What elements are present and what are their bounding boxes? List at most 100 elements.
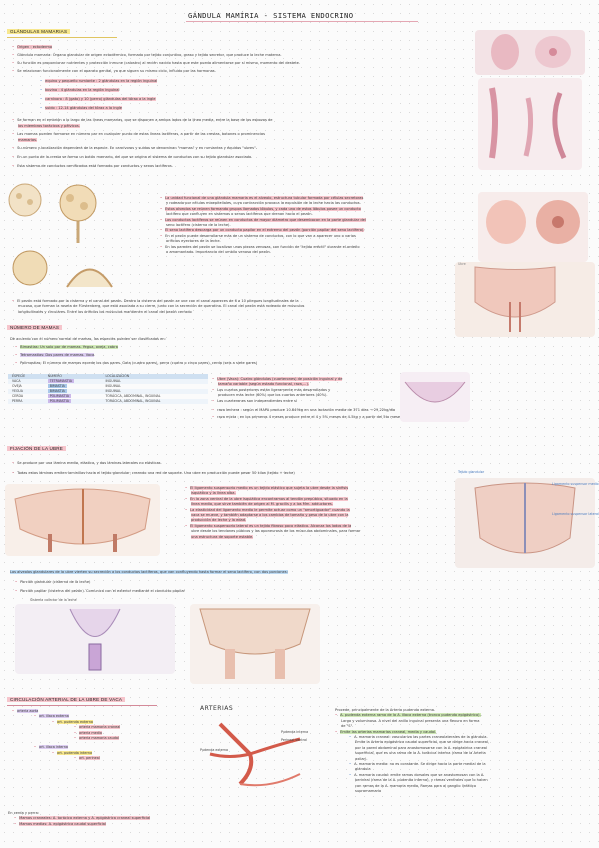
table-cell: BIMASTIA <box>47 384 67 388</box>
fijacion-line-1: Se produce por una lámina media, elástic… <box>12 461 162 466</box>
heading-rule <box>7 37 117 38</box>
unit-line-9: orificios eyectores de la leche. <box>166 239 221 244</box>
tree-node: art. ilíaca externa <box>39 714 69 719</box>
tree-node: art. pudenda interna <box>57 750 93 755</box>
section-heading-circulacion: CIRCULACIÓN ARTERIAL DE LA UBRE DE VACA <box>7 697 126 702</box>
udder-section-drawing <box>199 608 311 679</box>
heading-rule <box>7 705 157 706</box>
ubre-note: Ubre (Vaca): Cuatro glándulas (cuarteron… <box>217 377 343 381</box>
table-header-row: ESPECIE NÚMERO LOCALIZACIÓN <box>8 374 208 379</box>
numero-bimastia: Bimastias: Un solo par de mamas. Yegua, … <box>20 345 118 349</box>
circ-line: Emite las arterias mamarias craneal, med… <box>340 729 437 734</box>
circ-line: Procede, principalmente de la Arteria pu… <box>335 708 436 712</box>
unit-line-4: lactífero que confluyen en sistemas o se… <box>166 212 313 217</box>
circ-line: glándula <box>355 767 371 772</box>
ligament-diagram-drawing <box>474 482 576 554</box>
embryo-drawing <box>491 34 571 70</box>
label-perineal-ventral: Perineal ventral <box>281 738 307 742</box>
circ-line: por la pared abdominal para anastomosars… <box>355 745 488 750</box>
table-row: VACA TETRAMASTIA INGUINAL <box>8 379 208 384</box>
ligament-diagram-figure <box>455 478 595 568</box>
teat-paragraph: El pezón está formado por la cisterna y … <box>12 299 304 315</box>
table-cell: TORÁCICA, ABDOMINAL, INGUINAL <box>105 394 161 398</box>
circ-line: con ramas de la A. mamaria media. Ramas … <box>355 783 477 788</box>
table-cell: INGUINAL <box>101 379 208 384</box>
sow-line: Mamas medias: A. epigástrica caudal supe… <box>19 821 106 826</box>
collector-system-drawing <box>69 608 121 671</box>
para-embryo-1: Se forman en el embrión a lo largo de la… <box>12 118 272 123</box>
teat-drawing <box>474 266 556 332</box>
sow-line: Mamas craneales: A. torácica externa y A… <box>19 816 151 821</box>
table-row: CERDA POLIMASTIA TORÁCICA, ABDOMINAL, IN… <box>8 394 208 399</box>
page-title: GÁNDULA MAMÍRIA - SISTEMA ENDOCRINO <box>188 11 354 20</box>
title-underline <box>186 21 418 22</box>
circulation-notes: Procede, principalmente de la Arteria pu… <box>335 708 489 795</box>
lobule-figure <box>8 246 53 291</box>
unit-line-2: y rodeado por células mioepiteliales, cu… <box>166 201 361 206</box>
duct-development-figure <box>478 78 582 170</box>
duct-figure <box>62 252 117 292</box>
tree-node: art. ilíaca interna <box>39 745 68 750</box>
teat-line-1: El pezón está formado por la cisterna y … <box>12 299 304 304</box>
table-cell: INGUINAL <box>105 384 121 388</box>
sow-line: En cerda y perra: <box>8 811 39 815</box>
unit-line-1: La unidad funcional de una glándula mama… <box>165 196 364 200</box>
ligament-line: isquiática y la línea alba. <box>191 491 236 496</box>
intro-relation: Se relacionan funcionalmente con el apar… <box>12 69 216 74</box>
label-pudenda-interna: Pudenda interna <box>281 730 309 734</box>
species-carnivore: carnívoro : 8 (gato) y 10 (perro) glándu… <box>45 97 156 101</box>
alveolos-line-1: Los alveolos glandulares de la ubre vier… <box>10 570 288 575</box>
duct-drawing <box>66 268 113 288</box>
para-bud: En un punto de la cresta se forma un bot… <box>12 155 252 160</box>
ligament-line: producción de leche y la edad. <box>191 518 247 523</box>
para-embryo-2: los miembros torácicos y pélvicos. <box>18 124 80 128</box>
table-cell: OVEJA <box>12 384 22 388</box>
circ-line: Emite la Arteria epigástrica caudal supe… <box>355 740 490 745</box>
section-heading-numero: NÚMERO DE MAMAS <box>7 325 63 330</box>
tree-node: arteria mamaria craneal <box>79 725 121 730</box>
teat-cross-figure <box>478 192 588 262</box>
section-heading-glandulas: GLÁNDULAS MAMARIAS <box>7 29 71 34</box>
collector-system-figure <box>15 604 175 674</box>
tree-node: arteria aorta <box>17 709 39 713</box>
section-heading-fijacion: FIJACIÓN DE LA UBRE <box>7 446 67 451</box>
label-lig-lateral: Ligamento suspensor lateral <box>552 512 599 516</box>
udder-ligament-drawing <box>14 488 151 552</box>
label-lig-medio: Ligamento suspensor medio <box>552 482 599 486</box>
para-ducts: Esta sistema de conductos ramificados es… <box>12 164 173 169</box>
table-cell: YEGUA <box>8 389 44 394</box>
circ-line: A. pudenda externa rama de la A. ilíaca … <box>340 713 481 718</box>
ligament-line: En la zona ventral de la ubre isquiática… <box>190 496 348 501</box>
alveolus-drawing <box>59 184 97 243</box>
table-header-number: NÚMERO <box>43 374 102 379</box>
ubre-note: raza mixta : en los primeros 4 meses pro… <box>212 415 419 420</box>
gland-figure-left <box>5 172 45 232</box>
arteries-figure-title: ARTERIAS <box>200 705 234 712</box>
table-cell: TORÁCICA, ABDOMINAL, INGUINAL <box>101 399 208 404</box>
circ-line: perineal (rama de la A. pudenda interna)… <box>355 778 488 783</box>
table-cell: TETRAMASTIA <box>47 379 74 383</box>
table-header-location: LOCALIZACIÓN <box>101 374 208 379</box>
ligaments-block: El ligamento suspensorio medio es un tej… <box>185 486 360 540</box>
ubre-note: Los cuartos posteriores están ligerament… <box>212 388 419 393</box>
circ-line: A. mamaria media: no es constante. Se di… <box>335 762 489 767</box>
numero-intro: De acuerdo con el número normal de mamas… <box>10 337 166 341</box>
table-row: OVEJA BIMASTIA INGUINAL <box>8 384 208 389</box>
alveolos-text: Los alveolos glandulares de la ubre vier… <box>10 570 288 574</box>
tree-node: art. pudenda externa <box>57 719 93 724</box>
artery-tree: arteria aorta art. ilíaca externa art. p… <box>12 709 121 762</box>
unit-line-7: El seno lactífero descarga por un conduc… <box>165 228 365 233</box>
intro-function: Su función es proporcionar nutrientes y … <box>12 61 300 66</box>
table-cell: PERRA <box>8 399 44 404</box>
circ-line: superficial, que es una rama de la A. to… <box>355 751 486 756</box>
cisterns-drawing <box>404 381 466 403</box>
duct-development-drawing <box>489 87 567 160</box>
table-row: YEGUA BIMASTIA INGUINAL <box>8 389 208 394</box>
udder-section-figure <box>190 604 320 684</box>
alveolus-figure <box>48 178 108 248</box>
intro-origin: Origen : ectodermo <box>17 45 53 49</box>
units-block: La unidad funcional de una glándula mama… <box>160 196 366 255</box>
ligament-line: ubre desde los tendones púbicos y las ap… <box>191 529 361 534</box>
teat-line-3: longitudinales y circulares. Entre los o… <box>18 309 192 314</box>
ligament-line: vaca se mueve, y también adaptarse a los… <box>191 513 349 518</box>
